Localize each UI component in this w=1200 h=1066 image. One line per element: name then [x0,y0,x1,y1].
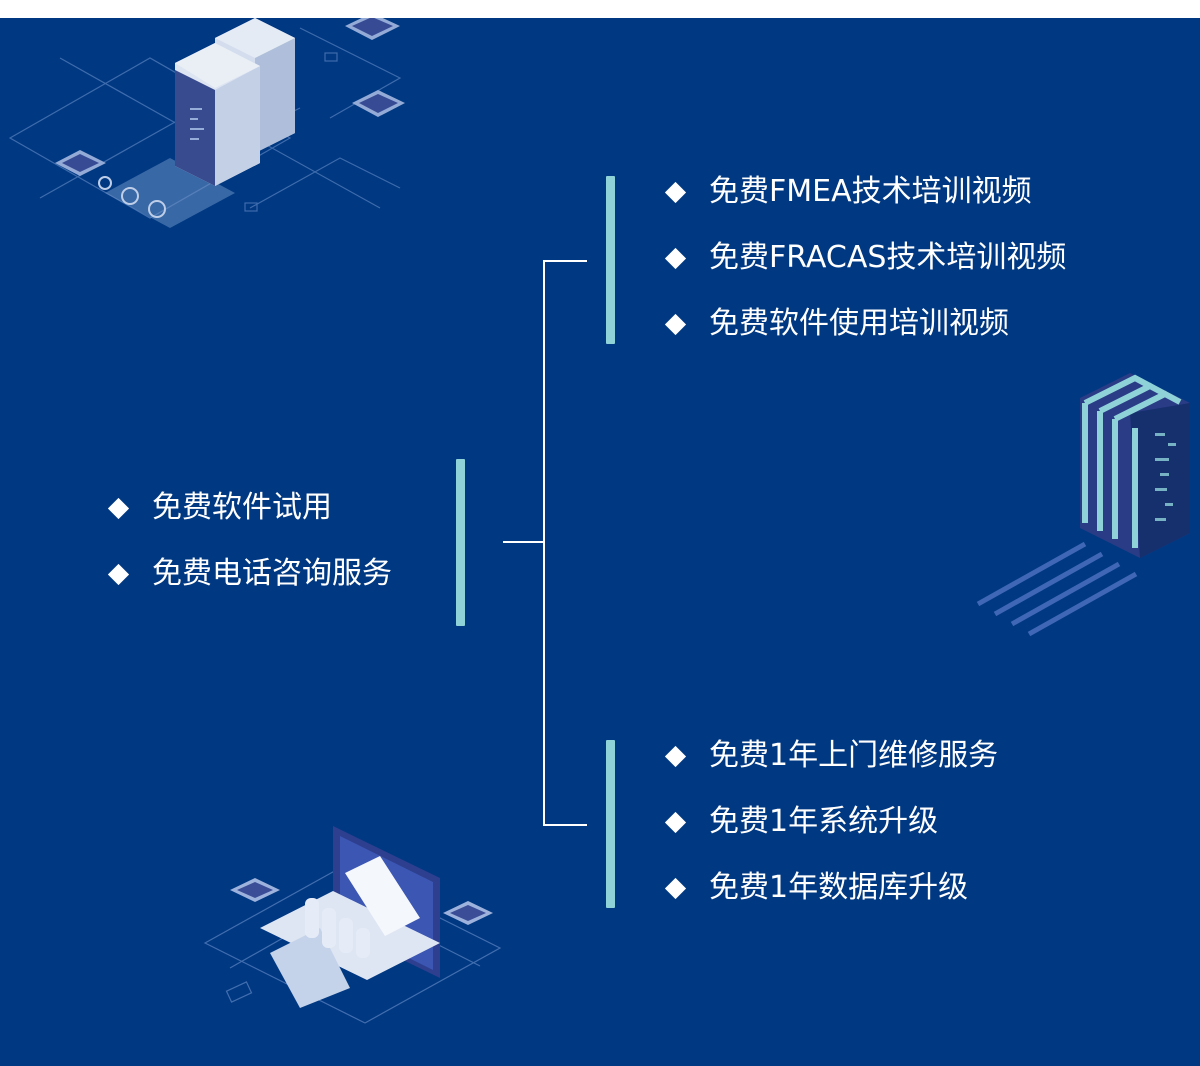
item-label: 免费1年数据库升级 [709,870,969,905]
top-item-3: 免费软件使用培训视频 [664,306,1009,342]
connector-bottom-branch [543,824,587,826]
item-label: 免费FMEA技术培训视频 [709,174,1032,209]
bottom-item-1: 免费1年上门维修服务 [664,738,999,774]
item-label: 免费1年系统升级 [709,804,939,839]
bottom-item-3: 免费1年数据库升级 [664,870,969,906]
connector-left-stub [503,541,544,543]
diagram-panel: 免费软件试用 免费电话咨询服务 免费FMEA技术培训视频 免费FRACAS技术培… [0,18,1200,1066]
server-chip-illustration [976,373,1190,637]
diamond-bullet-icon [664,313,687,335]
bottom-group-bar [606,740,615,908]
left-group-bar [456,459,465,626]
item-label: 免费电话咨询服务 [152,556,392,591]
item-label: 免费FRACAS技术培训视频 [709,240,1067,275]
connector-vertical [543,260,545,826]
diamond-bullet-icon [664,181,687,203]
diamond-bullet-icon [664,247,687,269]
left-item-1: 免费软件试用 [107,490,332,526]
diamond-bullet-icon [664,745,687,767]
top-item-1: 免费FMEA技术培训视频 [664,174,1032,210]
item-label: 免费软件试用 [152,490,332,525]
item-label: 免费1年上门维修服务 [709,738,999,773]
decoration-layer [8,18,1190,1024]
server-rack-illustration [8,18,405,228]
diamond-bullet-icon [664,877,687,899]
top-item-2: 免费FRACAS技术培训视频 [664,240,1067,276]
connector-top-branch [543,260,587,262]
diamond-bullet-icon [664,811,687,833]
bottom-item-2: 免费1年系统升级 [664,804,939,840]
diamond-bullet-icon [107,497,130,519]
diamond-bullet-icon [107,563,130,585]
laptop-chart-illustration [203,826,502,1024]
item-label: 免费软件使用培训视频 [709,306,1009,341]
top-group-bar [606,176,615,344]
left-item-2: 免费电话咨询服务 [107,556,392,592]
